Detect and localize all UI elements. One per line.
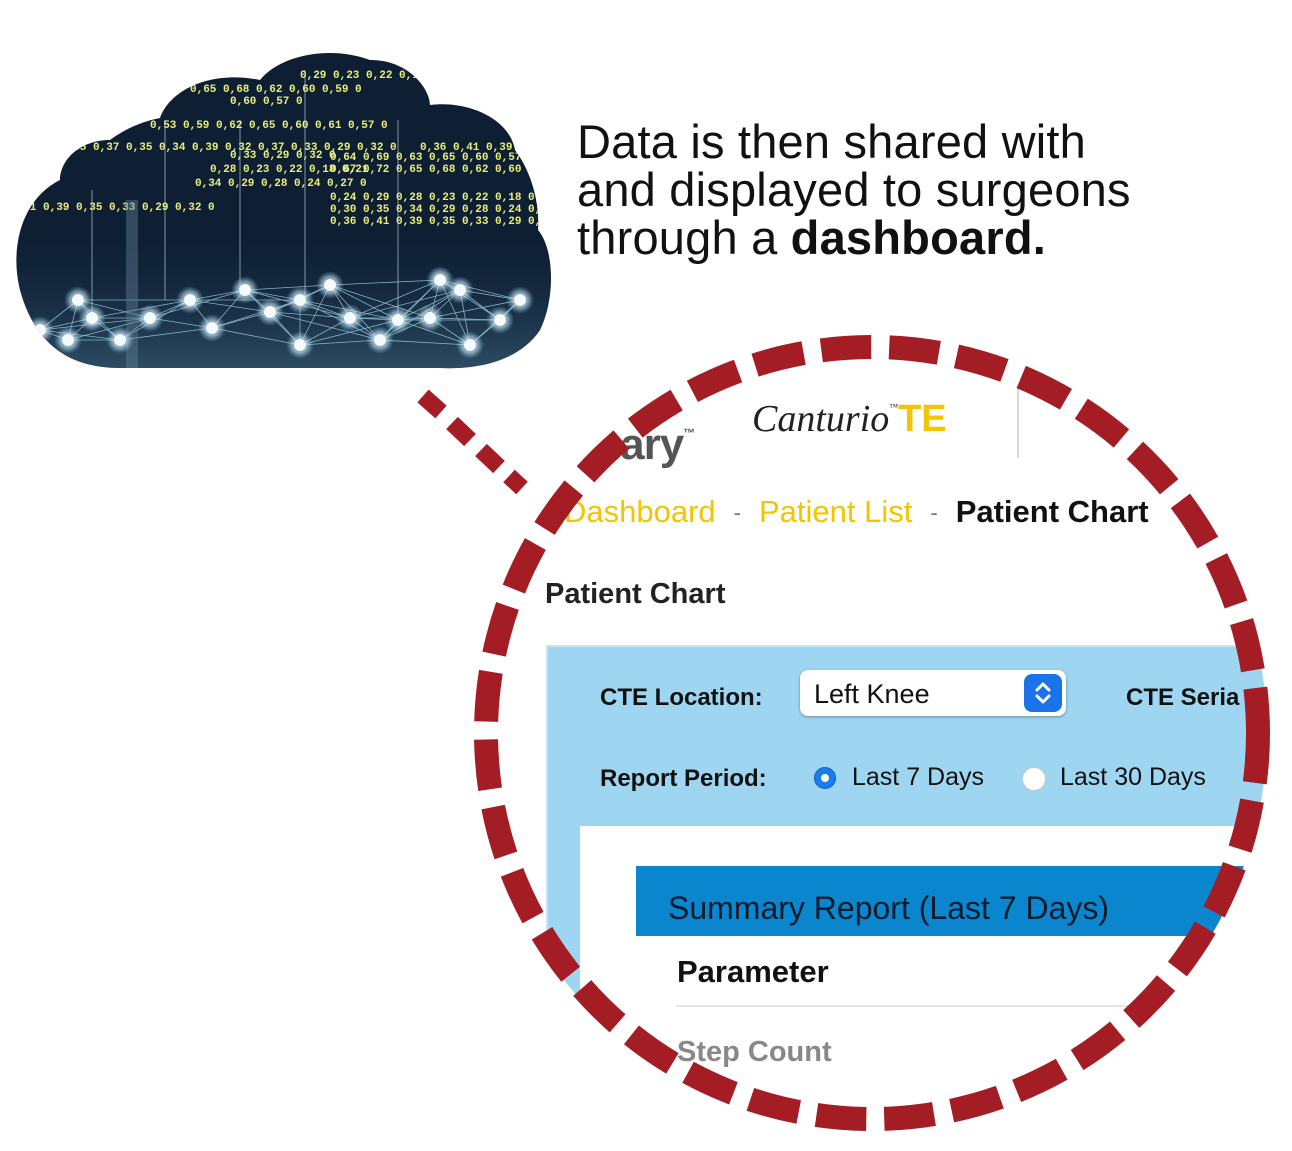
cte-location-value: Left Knee — [814, 679, 930, 709]
network-node — [114, 334, 126, 346]
caption-text: Data is then shared with and displayed t… — [577, 118, 1257, 262]
page-title: Patient Chart — [545, 578, 726, 610]
network-link — [211, 327, 301, 346]
breadcrumb-current: Patient Chart — [955, 494, 1149, 529]
cloud-digit-row: 0,33 0,29 0,32 0 — [230, 150, 336, 162]
data-cloud-illustration: 0,29 0,23 0,22 0,18 0,21 0,65 0,68 0,62 0… — [0, 0, 560, 380]
cloud-digit-row: 0,64 0,69 0,63 0,65 0,60 0,57 — [330, 152, 521, 164]
brand-primary-tm: ™ — [683, 426, 695, 440]
cloud-digit-row: 0,28 0,23 0,22 0,18 0,21 — [210, 164, 369, 176]
cloud-digit-row: 0,67 0,72 0,65 0,68 0,62 0,60 0,59 — [330, 164, 554, 176]
network-link — [349, 289, 461, 319]
network-node — [144, 312, 156, 324]
breadcrumb-patient-list-link[interactable]: Patient List — [758, 494, 913, 529]
network-node — [239, 284, 251, 296]
brand-primary-logo: mary™ — [582, 420, 695, 470]
network-node — [34, 324, 46, 336]
network-node — [374, 334, 386, 346]
brand-primary-text: mary — [582, 420, 684, 469]
radio-last-7-days[interactable] — [814, 767, 836, 789]
summary-report-title: Summary Report (Last 7 Days) — [668, 890, 1110, 926]
caption-bold-word: dashboard. — [790, 211, 1046, 264]
table-row-step-count: Step Count — [677, 1036, 832, 1068]
cloud-digit-row: 0,29 0,23 0,22 0,18 0,21 — [300, 70, 459, 82]
magnified-dashboard: mary™ Canturio™TE Dashboard-Patient List… — [477, 338, 1267, 1128]
network-node — [392, 314, 404, 326]
network-link — [349, 279, 441, 319]
network-link — [379, 339, 471, 346]
breadcrumb-dashboard-link[interactable]: Dashboard — [564, 494, 716, 529]
network-link — [329, 279, 441, 286]
network-node — [494, 314, 506, 326]
cloud-digit-row: 0,34 0,29 0,28 0,24 0,27 0 — [195, 178, 367, 190]
radio-last-7-days-label[interactable]: Last 7 Days — [852, 763, 985, 791]
cloud-digit-row: 0,35 0,37 0,35 0,34 0,39 0,32 0,37 0,33 … — [60, 142, 397, 154]
network-node — [62, 334, 74, 346]
cloud-digit-row: 0,36 0,41 0,39 — [420, 142, 512, 154]
breadcrumb-separator: - — [733, 500, 741, 525]
network-node — [206, 322, 218, 334]
network-link — [429, 299, 521, 319]
table-divider — [676, 1005, 1267, 1007]
network-node — [454, 284, 466, 296]
network-node — [86, 312, 98, 324]
network-node — [294, 294, 306, 306]
network-node — [184, 294, 196, 306]
cloud-digit-row: 0,53 0,59 0,62 0,65 0,60 0,61 0,57 0 — [150, 120, 388, 132]
radio-last-30-days-label[interactable]: Last 30 Days — [1060, 763, 1206, 791]
cloud-digit-row: 0,24 0,29 0,28 0,23 0,22 0,18 0,21 0 — [330, 192, 560, 204]
cloud-digit-row: 0,60 0,57 0 — [230, 96, 303, 108]
network-node — [264, 306, 276, 318]
canturio-tm: ™ — [889, 402, 899, 412]
caption-line-3: through a dashboard. — [577, 214, 1257, 262]
cte-location-label: CTE Location: — [600, 684, 763, 711]
network-node — [464, 339, 476, 351]
te-text: TE — [898, 398, 947, 440]
cloud-digit-row: 0,65 0,68 0,62 0,60 0,59 0 — [190, 84, 362, 96]
breadcrumb-separator: - — [930, 500, 938, 525]
network-node — [434, 274, 446, 286]
report-period-label: Report Period: — [600, 765, 767, 792]
canturio-text: Canturio — [752, 398, 890, 440]
network-link — [269, 311, 381, 341]
network-node — [72, 294, 84, 306]
network-link — [329, 284, 431, 319]
network-node — [344, 312, 356, 324]
network-node — [324, 279, 336, 291]
caption-line-2: and displayed to surgeons — [577, 163, 1131, 216]
network-link — [244, 284, 331, 291]
canturio-te-logo: Canturio™TE — [752, 397, 947, 441]
network-link — [299, 319, 399, 346]
breadcrumb: Dashboard-Patient List-Patient Chart — [564, 494, 1149, 530]
network-link — [119, 327, 213, 341]
caption-line-1: Data is then shared with — [577, 115, 1087, 168]
network-node — [424, 312, 436, 324]
select-arrows-icon — [1024, 674, 1062, 712]
caption-line-3-prefix: through a — [577, 211, 791, 264]
cloud-digit-row: 0,41 0,39 0,35 0,33 0,29 0,32 0 — [10, 202, 215, 214]
header-divider — [1017, 388, 1019, 458]
cloud-digit-row: 0,30 0,35 0,34 0,29 0,28 0,24 0,27 0 — [330, 204, 560, 216]
network-node — [294, 339, 306, 351]
parameter-column-header: Parameter — [677, 954, 829, 989]
cloud-digit-row: 0,36 0,41 0,39 0,35 0,33 0,29 0,32 0 — [330, 216, 560, 228]
cte-location-select[interactable]: Left Knee — [800, 670, 1066, 716]
radio-last-30-days[interactable] — [1022, 767, 1046, 791]
network-link — [67, 317, 151, 341]
cte-serial-label: CTE Seria — [1126, 684, 1240, 711]
network-node — [514, 294, 526, 306]
